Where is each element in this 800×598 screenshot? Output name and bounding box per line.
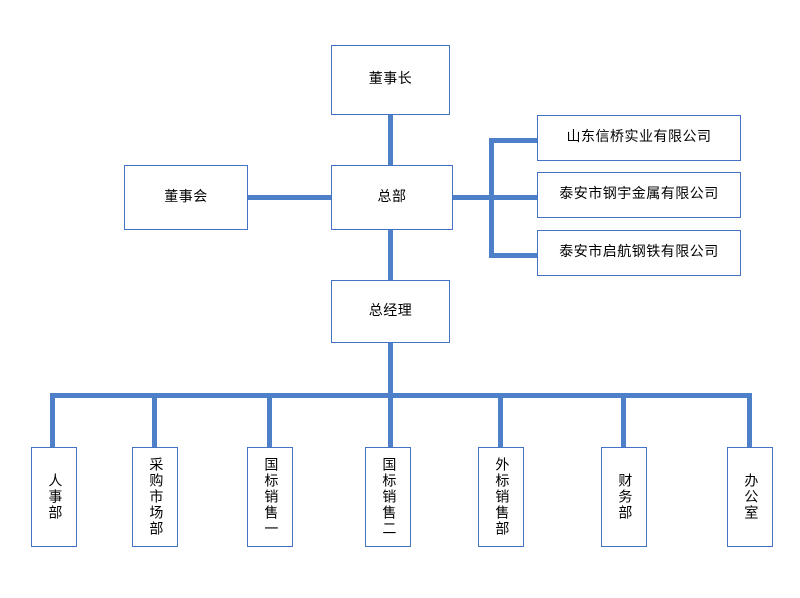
node-general-manager-label: 总经理 bbox=[368, 302, 413, 319]
connector-bus-to-subsidiary-1 bbox=[489, 138, 539, 143]
connector-bus-to-department-1 bbox=[50, 393, 55, 447]
node-board-of-directors-label: 董事会 bbox=[164, 188, 208, 205]
node-department-6[interactable]: 财务部 bbox=[601, 447, 647, 547]
connector-bus-to-subsidiary-2 bbox=[489, 195, 539, 200]
node-department-7-label: 办公室 bbox=[742, 473, 759, 521]
node-department-5[interactable]: 外标销售部 bbox=[478, 447, 524, 547]
node-headquarters[interactable]: 总部 bbox=[331, 165, 453, 230]
node-subsidiary-3-label: 泰安市启航钢铁有限公司 bbox=[559, 244, 719, 261]
node-board-of-directors[interactable]: 董事会 bbox=[124, 165, 248, 230]
connector-headquarters-to-general-manager bbox=[388, 229, 393, 280]
node-department-4[interactable]: 国标销售二 bbox=[365, 447, 411, 547]
node-department-3[interactable]: 国标销售一 bbox=[247, 447, 293, 547]
node-general-manager[interactable]: 总经理 bbox=[331, 280, 450, 343]
node-chairman[interactable]: 董事长 bbox=[331, 45, 450, 115]
connector-board-to-headquarters bbox=[248, 195, 333, 200]
connector-bus-to-department-5 bbox=[498, 393, 503, 447]
node-subsidiary-2[interactable]: 泰安市钢宇金属有限公司 bbox=[537, 172, 741, 218]
node-department-4-label: 国标销售二 bbox=[380, 457, 397, 537]
connector-bus-to-department-3 bbox=[267, 393, 272, 447]
node-subsidiary-3[interactable]: 泰安市启航钢铁有限公司 bbox=[537, 230, 741, 276]
node-subsidiary-1-label: 山东信桥实业有限公司 bbox=[566, 129, 712, 146]
connector-bus-to-department-6 bbox=[621, 393, 626, 447]
connector-headquarters-to-subsidiary-bus bbox=[452, 195, 497, 200]
node-department-7[interactable]: 办公室 bbox=[727, 447, 773, 547]
connector-chairman-to-headquarters bbox=[388, 114, 393, 166]
node-department-1-label: 人事部 bbox=[46, 473, 63, 521]
node-headquarters-label: 总部 bbox=[377, 188, 407, 205]
node-chairman-label: 董事长 bbox=[368, 71, 413, 88]
node-department-1[interactable]: 人事部 bbox=[31, 447, 77, 547]
connector-bus-to-subsidiary-3 bbox=[489, 253, 539, 258]
connector-bus-to-department-7 bbox=[747, 393, 752, 447]
node-subsidiary-1[interactable]: 山东信桥实业有限公司 bbox=[537, 115, 741, 161]
node-department-2-label: 采购市场部 bbox=[147, 457, 164, 537]
connector-bus-to-department-2 bbox=[152, 393, 157, 447]
node-department-6-label: 财务部 bbox=[616, 473, 633, 521]
connector-department-horizontal-bus bbox=[50, 393, 752, 398]
node-department-2[interactable]: 采购市场部 bbox=[132, 447, 178, 547]
node-department-3-label: 国标销售一 bbox=[262, 457, 279, 537]
node-subsidiary-2-label: 泰安市钢宇金属有限公司 bbox=[559, 186, 719, 203]
node-department-5-label: 外标销售部 bbox=[493, 457, 510, 537]
